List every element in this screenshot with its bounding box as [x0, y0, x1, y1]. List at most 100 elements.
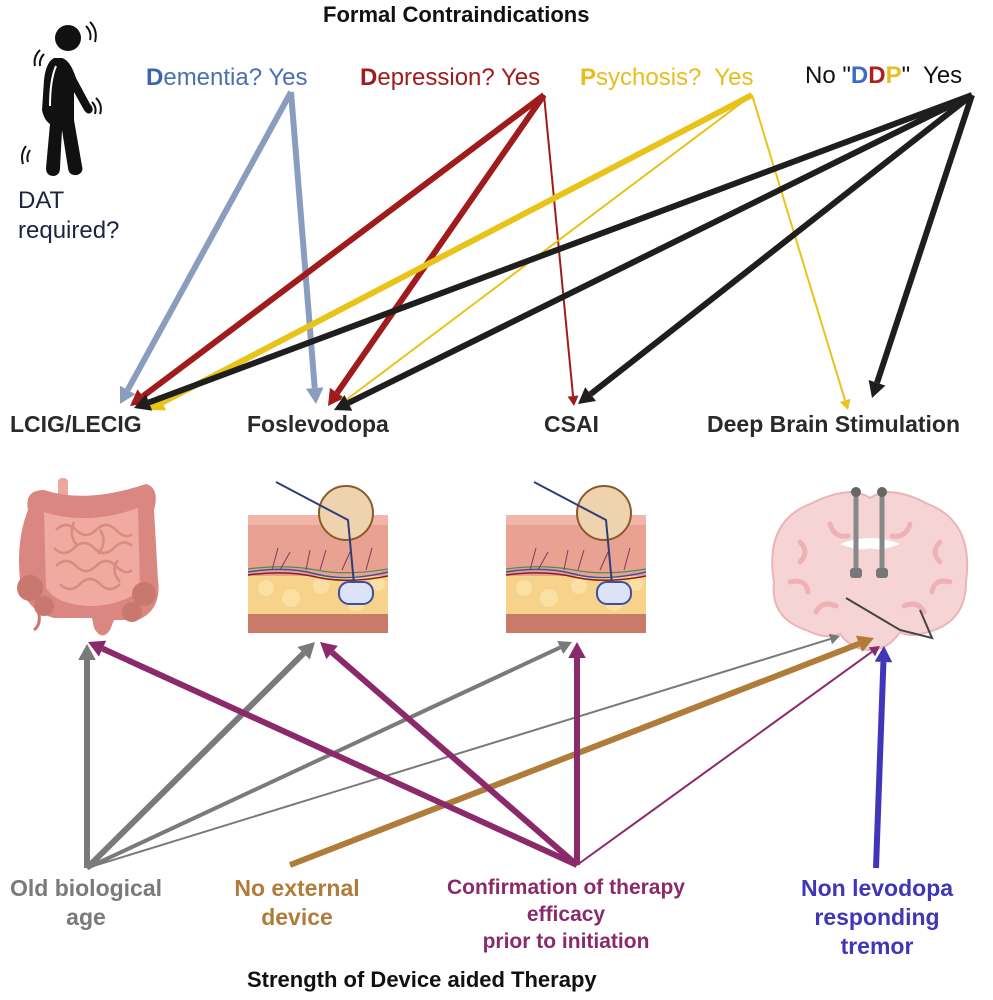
arrow-shaft — [160, 92, 754, 406]
strength-confirmation-of-efficacy: Confirmation of therapy efficacy prior t… — [425, 874, 707, 955]
brain-electrodes-icon — [760, 462, 990, 662]
contraindication-arrow-no_ddp-to-csai — [578, 92, 974, 404]
arrowhead-icon — [568, 642, 586, 658]
dat-question-line: DAT — [18, 187, 65, 214]
strength-non-levodopa-tremor: Non levodopa responding tremor — [772, 874, 982, 961]
strength-line: Confirmation of therapy — [446, 876, 685, 899]
contraindication-text: ementia? — [163, 64, 263, 91]
arrowhead-icon — [78, 644, 96, 660]
no-ddp-suffix: " — [901, 62, 911, 89]
therapy-label-foslevodopa: Foslevodopa — [247, 411, 389, 437]
contraindication-psychosis: Psychosis? Yes — [580, 64, 753, 92]
contraindication-arrow-depression-to-foslevodopa — [328, 93, 547, 406]
no-ddp-prefix: No " — [805, 62, 851, 89]
arrow-shaft — [147, 92, 974, 406]
strength-arrow-age-to-lcig — [78, 644, 96, 868]
subcutaneous-skin-icon — [504, 480, 654, 640]
strength-arrow-age-to-dbs — [86, 633, 840, 869]
strength-line: No external — [234, 875, 360, 901]
arrow-shaft — [330, 650, 579, 868]
strength-no-external-device: No external device — [212, 874, 382, 932]
strength-line: prior to initiation — [482, 930, 650, 953]
dat-question-line: required? — [18, 217, 120, 244]
arrowhead-icon — [828, 633, 840, 645]
arrow-shaft — [576, 651, 873, 866]
intestine-icon — [14, 470, 159, 640]
arrowhead-icon — [567, 395, 579, 406]
strength-arrow-confirm-to-lcig — [88, 640, 579, 868]
contraindication-depression: Depression? Yes — [360, 64, 540, 92]
arrow-shaft — [84, 651, 306, 871]
arrow-shaft — [140, 92, 546, 399]
initial-letter: D — [360, 64, 378, 91]
ddp-letter: P — [885, 62, 902, 89]
arrowhead-icon — [119, 385, 136, 404]
contraindication-dementia: Dementia? Yes — [146, 64, 307, 92]
arrow-shaft — [101, 645, 579, 868]
arrowhead-icon — [578, 387, 597, 404]
strength-arrow-device-to-dbs — [288, 635, 874, 868]
arrow-shaft — [588, 92, 974, 397]
strength-line: efficacy — [526, 903, 606, 926]
initial-letter: P — [580, 64, 597, 91]
arrowhead-icon — [874, 646, 893, 663]
strength-line: Old biological — [9, 875, 163, 901]
arrow-shaft — [751, 94, 847, 401]
answer-yes: Yes — [714, 64, 754, 91]
arrowhead-icon — [148, 394, 167, 411]
contraindication-arrow-dementia-to-lcig — [119, 90, 294, 404]
arrowhead-icon — [868, 646, 880, 657]
subcutaneous-skin-icon — [246, 480, 396, 640]
arrowhead-icon — [297, 642, 315, 660]
contraindication-arrow-no_ddp-to-dbs — [868, 94, 975, 398]
arrow-shaft — [125, 90, 294, 392]
strength-line: responding — [814, 904, 940, 930]
arrow-shaft — [334, 93, 547, 395]
therapy-label-lcig: LCIG/LECIG — [10, 411, 142, 437]
contraindication-arrow-no_ddp-to-lcig — [134, 92, 974, 411]
strength-line: age — [66, 904, 106, 930]
arrow-shaft — [288, 91, 318, 389]
contraindication-arrow-psychosis-to-dbs — [751, 94, 851, 410]
contraindication-text: epression? — [377, 64, 495, 91]
arrowhead-icon — [328, 387, 345, 406]
strength-arrow-confirm-to-csai — [568, 642, 586, 865]
dat-required-question: DAT required? — [18, 186, 119, 246]
arrowhead-icon — [557, 641, 572, 654]
strength-arrow-confirm-to-foslevodopa — [320, 642, 579, 868]
strength-arrow-age-to-csai — [86, 641, 572, 870]
strength-arrow-confirm-to-dbs — [576, 646, 880, 866]
parkinson-patient-icon — [16, 20, 106, 180]
therapy-label-csai: CSAI — [544, 411, 599, 437]
footer-title: Strength of Device aided Therapy — [247, 967, 597, 992]
arrowhead-icon — [855, 635, 874, 652]
ddp-letter: D — [868, 62, 886, 89]
contraindication-arrow-psychosis-to-lcig — [148, 92, 754, 411]
strength-arrow-tremor-to-dbs — [873, 646, 893, 869]
header-title: Formal Contraindications — [323, 2, 590, 27]
strength-line: tremor — [840, 933, 914, 959]
answer-yes: Yes — [268, 64, 308, 91]
strength-arrow-age-to-foslevodopa — [84, 642, 315, 871]
answer-yes: Yes — [923, 62, 963, 89]
arrow-shaft — [86, 637, 831, 869]
strength-line: Non levodopa — [800, 875, 954, 901]
contraindication-arrow-no_ddp-to-foslevodopa — [334, 92, 974, 411]
strength-old-biological-age: Old biological age — [0, 874, 172, 932]
initial-letter: D — [146, 64, 164, 91]
contraindication-arrow-depression-to-lcig — [130, 92, 546, 406]
arrow-shaft — [86, 645, 562, 870]
arrowhead-icon — [134, 394, 153, 411]
arrow-shaft — [347, 92, 974, 406]
arrowhead-icon — [868, 380, 886, 398]
arrowhead-icon — [334, 395, 353, 411]
arrow-shaft — [874, 94, 975, 384]
ddp-letter: D — [850, 62, 869, 89]
strength-line: device — [261, 904, 333, 930]
arrowhead-icon — [305, 387, 324, 404]
contraindication-no-ddp: No "DDP" Yes — [805, 62, 962, 90]
arrowhead-icon — [88, 640, 107, 657]
arrow-shaft — [873, 661, 887, 869]
contraindication-arrow-dementia-to-foslevodopa — [288, 91, 324, 404]
